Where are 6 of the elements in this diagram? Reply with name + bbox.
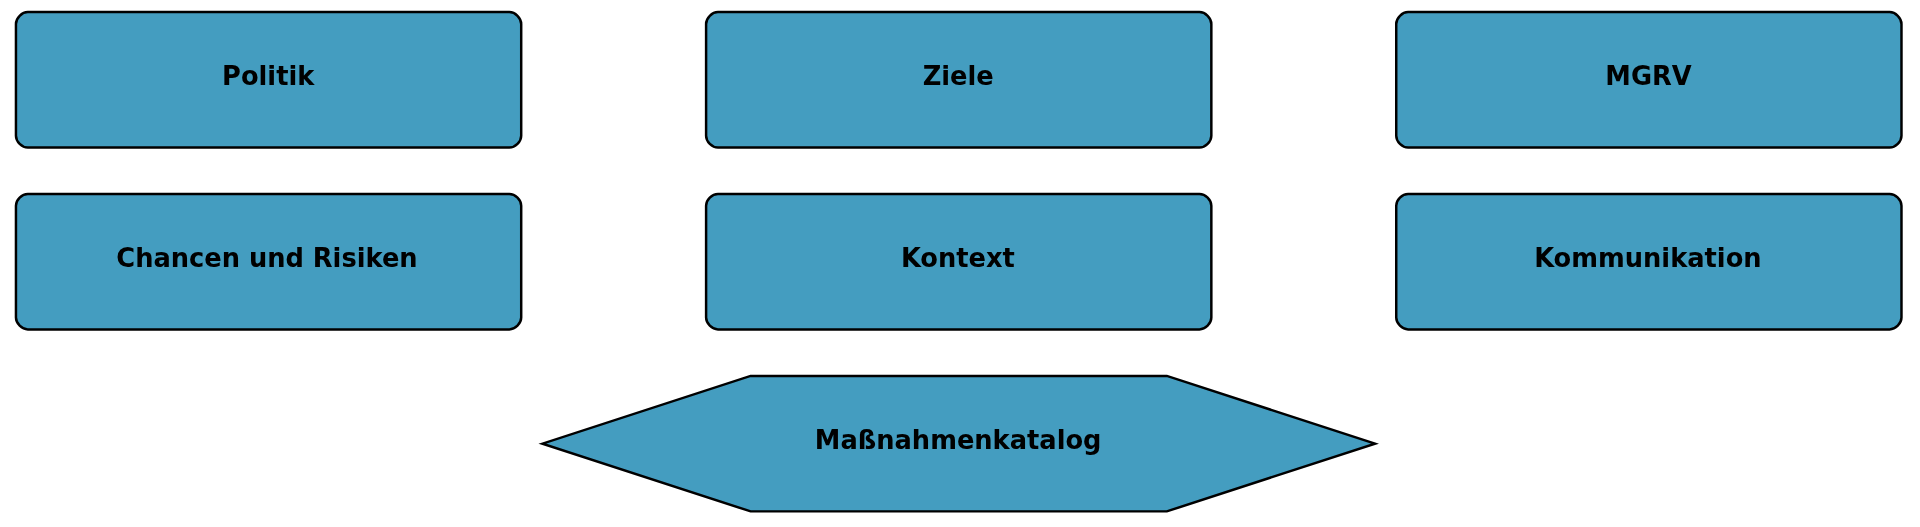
node-box: MGRV (1394, 10, 1903, 149)
node-box: Ziele (704, 10, 1213, 149)
node-box: Kommunikation (1394, 192, 1903, 331)
node-box: Politik (14, 10, 522, 149)
node-box: Kontext (704, 192, 1213, 331)
node-box: Chancen und Risiken (14, 192, 522, 331)
